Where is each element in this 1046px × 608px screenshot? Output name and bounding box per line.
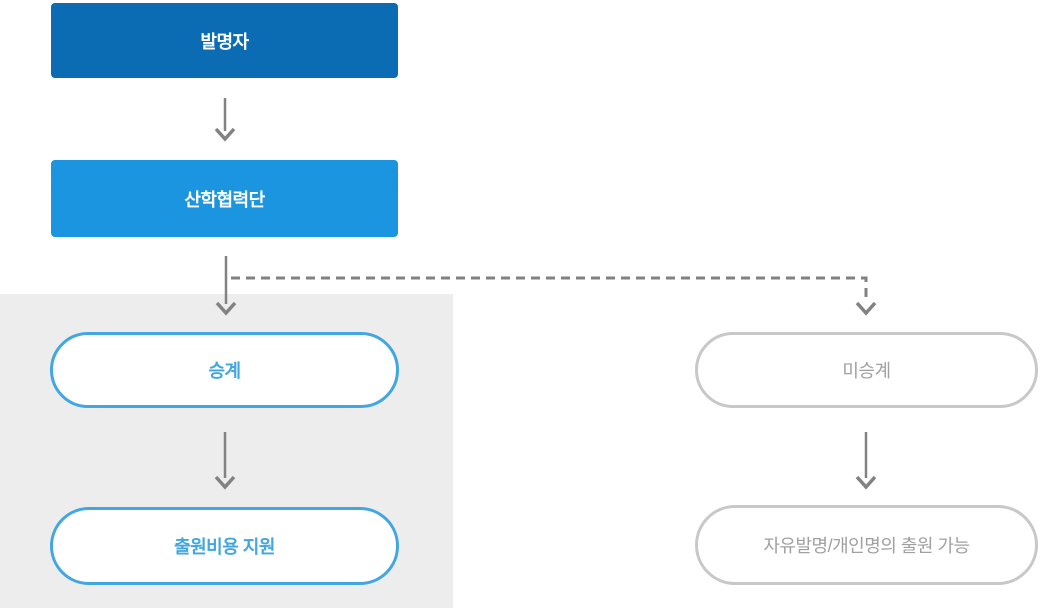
node-succession: 승계 — [50, 332, 399, 408]
down-arrow-inventor-to-foundation — [214, 98, 236, 142]
node-free-invention: 자유발명/개인명의 출원 가능 — [695, 505, 1038, 585]
node-cost-support: 출원비용 지원 — [50, 507, 399, 585]
node-non-succession: 미승계 — [695, 332, 1038, 408]
down-arrow-non-succession-to-free-invention — [855, 432, 877, 490]
node-foundation: 산학협력단 — [51, 160, 398, 237]
node-inventor: 발명자 — [51, 3, 398, 78]
